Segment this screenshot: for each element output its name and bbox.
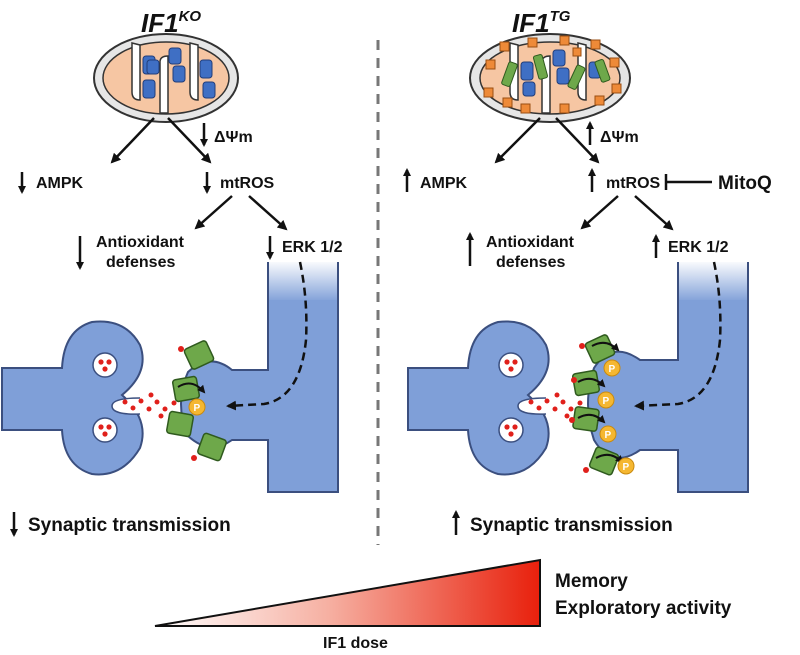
right-mitochondrion [469,33,631,123]
right-antioxidant-line2: defenses [496,254,565,271]
neurotransmitter-dots [528,392,583,419]
left-title-superscript: KO [179,8,202,25]
phospho-icon [599,425,617,443]
right-title: IF1TG [512,8,571,38]
right-phospho-label-4: P [623,462,630,473]
orange-particle-icon [483,35,622,114]
left-synaptic: Synaptic transmission [28,515,231,536]
right-title-main: IF1 [512,8,550,38]
phospho-icon [597,391,615,409]
left-antioxidant-line2: defenses [106,254,175,271]
left-title-main: IF1 [141,8,179,38]
right-phospho-label-2: P [603,396,610,407]
atp-synthase-icon [142,47,216,99]
left-panel: IF1KO ΔΨm AMPK [1,8,343,537]
right-presynaptic-terminal [407,320,550,476]
right-erk: ERK 1/2 [668,239,729,256]
dose-gradient-triangle [154,558,541,627]
left-phospho-label: P [194,403,201,414]
right-receptors: P P P P [569,334,635,476]
left-ampk: AMPK [36,175,84,192]
phospho-icon [188,398,206,416]
left-erk: ERK 1/2 [282,239,343,256]
atp-synthase-icon [520,49,602,97]
right-phospho-label-1: P [609,364,616,375]
phospho-icon [603,359,621,377]
right-synaptic: Synaptic transmission [470,515,673,536]
right-title-superscript: TG [550,8,571,25]
right-antioxidant-line1: Antioxidant [486,234,575,251]
right-ampk: AMPK [420,175,468,192]
left-title: IF1KO [141,8,201,38]
left-presynaptic-terminal [1,320,144,476]
dose-outcome-line1: Memory [555,571,628,592]
left-postsynaptic-dendrite [180,262,339,493]
dose-outcome-line2: Exploratory activity [555,598,732,619]
right-panel: IF1TG [403,8,772,536]
left-receptors: P [165,340,227,462]
left-delta-psi: ΔΨm [214,129,253,146]
if1-protein-icon [501,54,611,90]
left-mtros: mtROS [220,175,275,192]
right-delta-psi: ΔΨm [600,129,639,146]
dose-panel: Memory Exploratory activity IF1 dose [154,558,732,652]
left-mitochondrion [93,33,239,123]
left-antioxidant-line1: Antioxidant [96,234,185,251]
right-phospho-label-3: P [605,430,612,441]
neurotransmitter-dots [122,392,177,419]
right-mtros: mtROS [606,175,661,192]
dose-label: IF1 dose [323,635,388,652]
right-mitoq: MitoQ [718,173,772,194]
phospho-icon [617,457,635,475]
